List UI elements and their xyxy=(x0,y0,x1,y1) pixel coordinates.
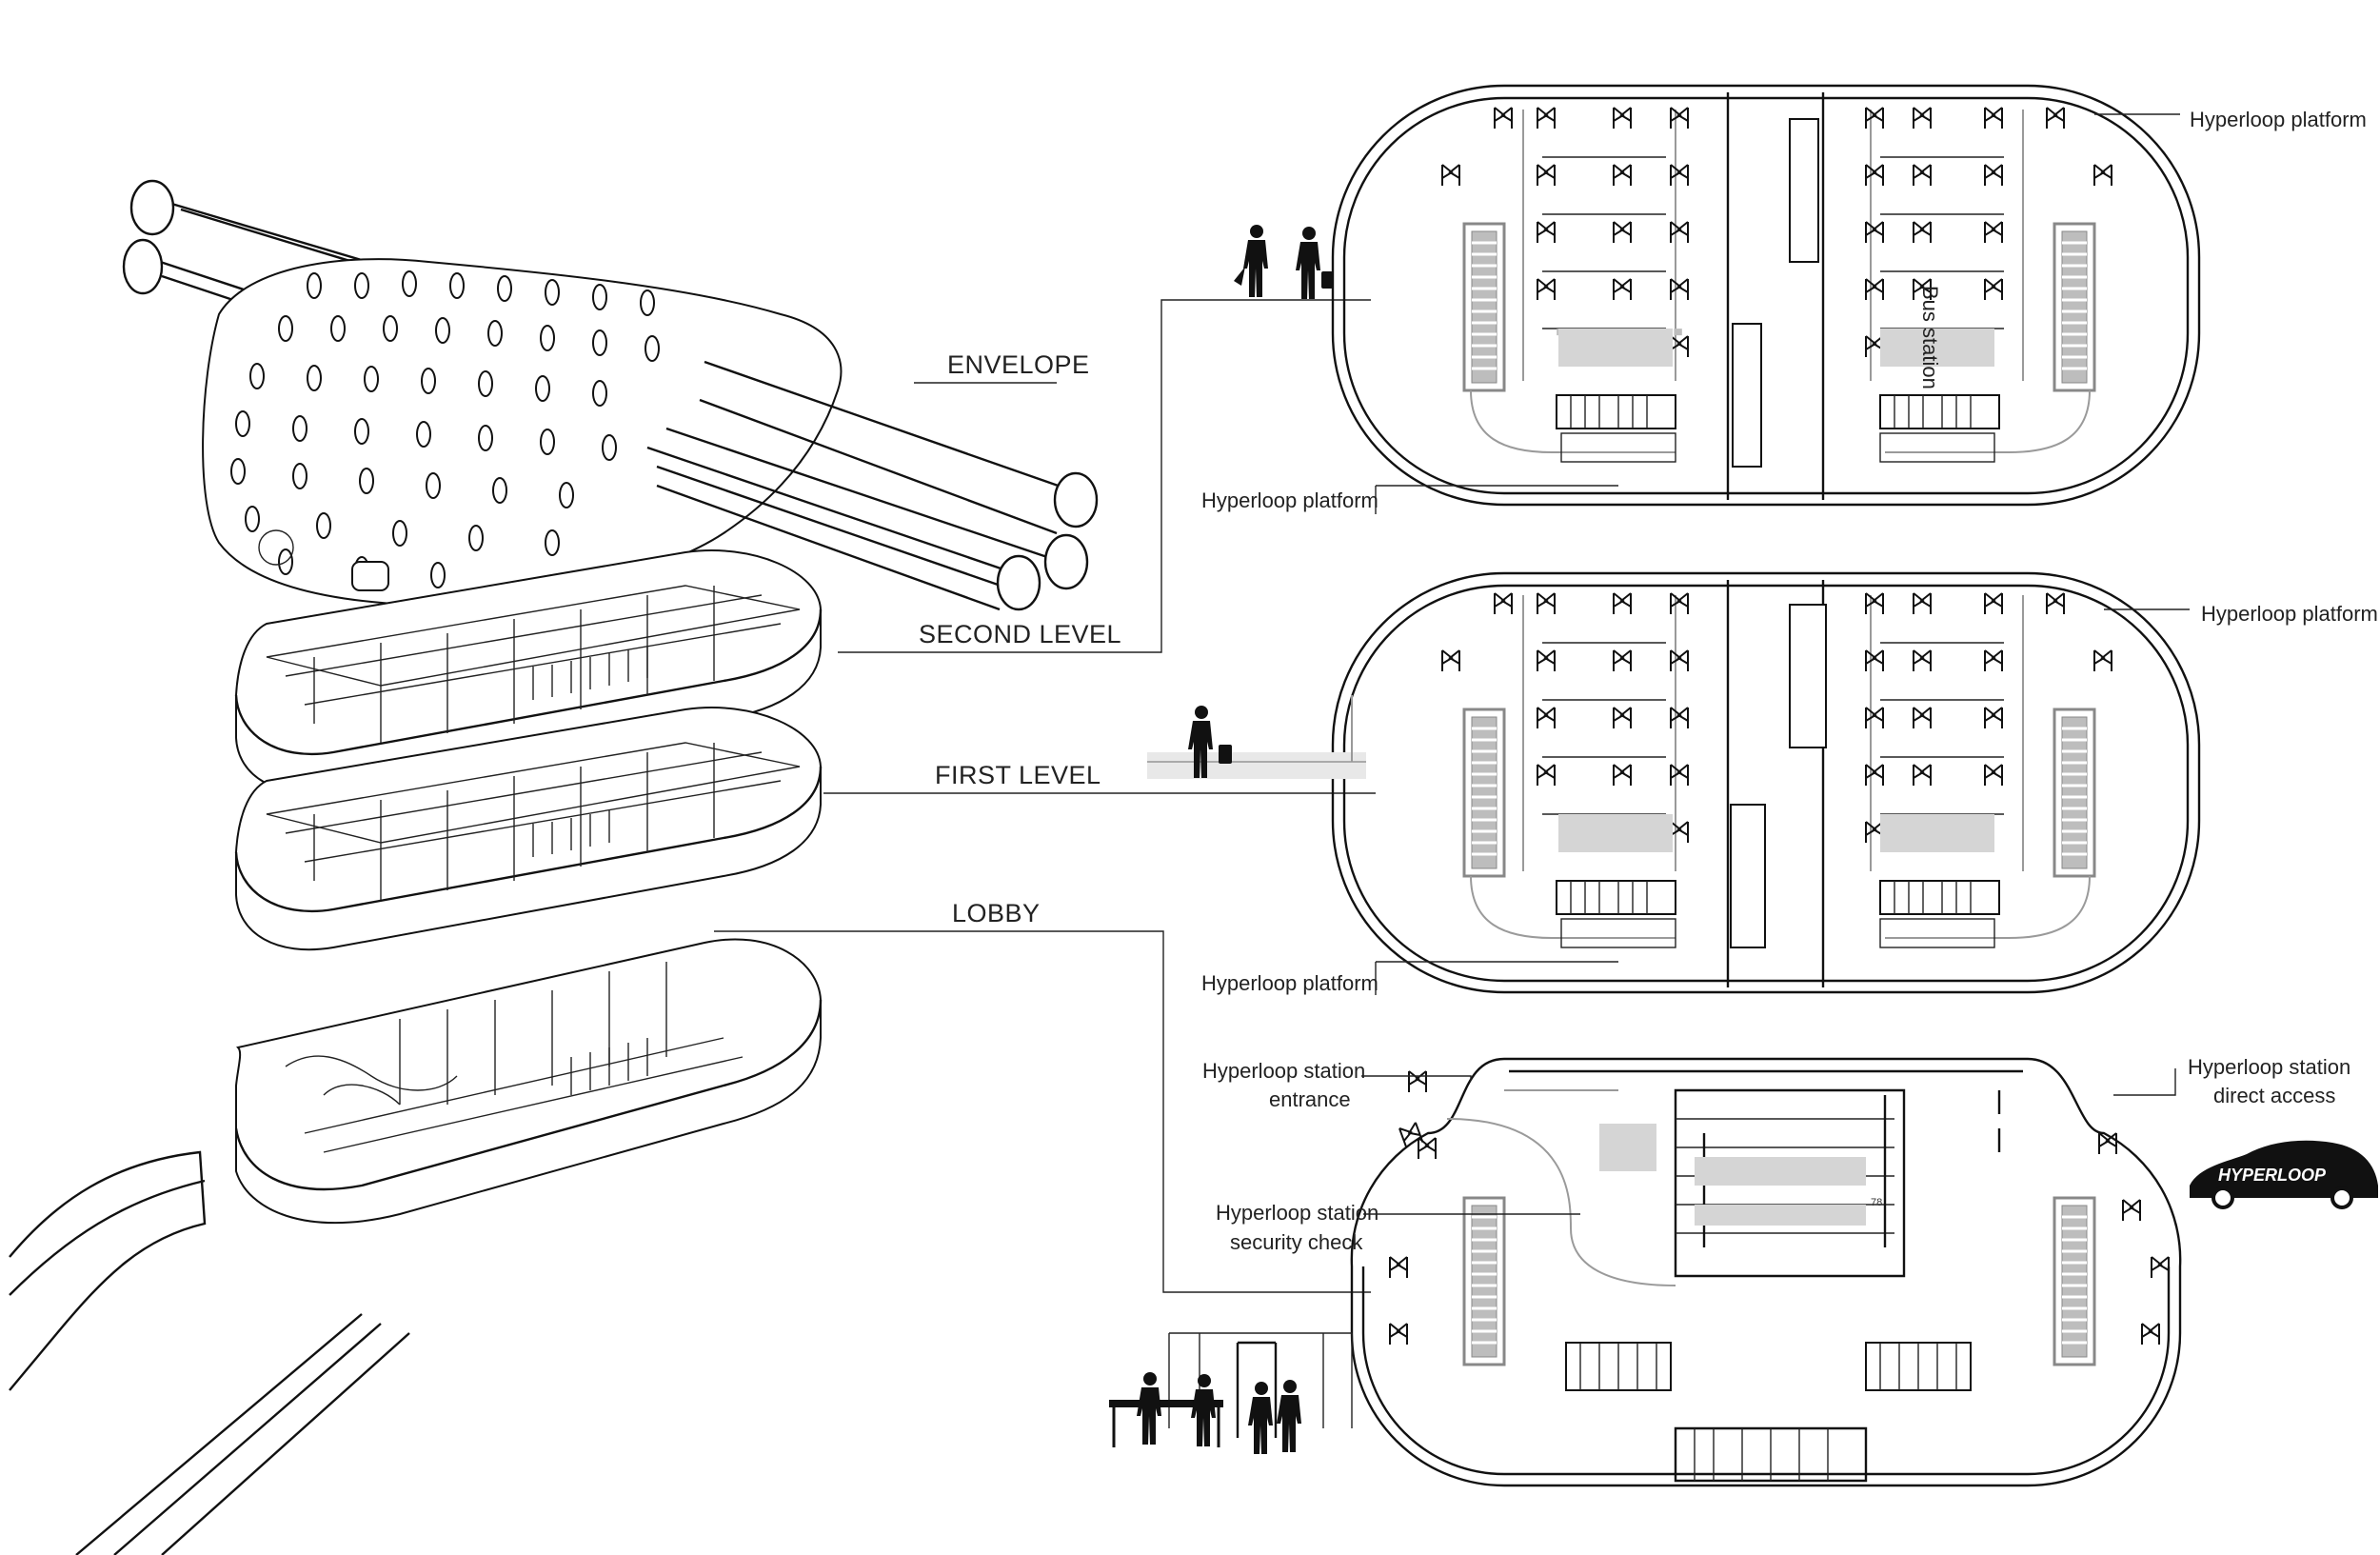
bus-station-label: Bus station xyxy=(1918,286,1942,389)
second-level-axonometric xyxy=(234,549,823,794)
counter-number: 78 xyxy=(1871,1197,1882,1208)
mid-right-platform-label: Hyperloop platform xyxy=(2201,602,2378,626)
travelers-silhouette xyxy=(1234,225,1333,299)
entrance-label-1: Hyperloop station xyxy=(1202,1059,1365,1083)
top-left-platform-leader xyxy=(1375,485,1618,514)
car-icon: HYPERLOOP xyxy=(2190,1140,2378,1209)
security-scene-silhouette xyxy=(1109,1332,1353,1454)
entrance-label-2: entrance xyxy=(1269,1087,1351,1111)
top-left-platform-label: Hyperloop platform xyxy=(1201,488,1378,512)
plan-second-level: Bus station xyxy=(1331,84,2201,507)
second-level-leader xyxy=(838,299,1371,653)
envelope-axonometric xyxy=(122,179,1099,611)
security-label-1: Hyperloop station xyxy=(1216,1201,1378,1225)
mid-left-platform-leader xyxy=(1375,961,1618,995)
plan-lobby: 78 xyxy=(1350,1057,2182,1487)
mid-left-platform-label: Hyperloop platform xyxy=(1201,971,1378,995)
first-level-label: FIRST LEVEL xyxy=(935,761,1101,789)
lobby-axonometric xyxy=(9,938,823,1555)
envelope-label: ENVELOPE xyxy=(947,350,1090,379)
entrance-leader xyxy=(1361,1075,1472,1081)
direct-access-label-1: Hyperloop station xyxy=(2188,1055,2350,1079)
direct-access-leader xyxy=(2113,1068,2176,1096)
lobby-leader xyxy=(714,930,1371,1293)
top-right-platform-label: Hyperloop platform xyxy=(2190,108,2367,131)
second-level-label: SECOND LEVEL xyxy=(919,620,1121,648)
lobby-label: LOBBY xyxy=(952,899,1041,927)
passenger-silhouette xyxy=(1147,695,1366,779)
plan-first-level xyxy=(1331,571,2201,994)
security-label-2: security check xyxy=(1230,1230,1363,1254)
car-brand: HYPERLOOP xyxy=(2218,1166,2327,1185)
first-level-axonometric xyxy=(234,707,823,951)
direct-access-label-2: direct access xyxy=(2213,1084,2335,1107)
